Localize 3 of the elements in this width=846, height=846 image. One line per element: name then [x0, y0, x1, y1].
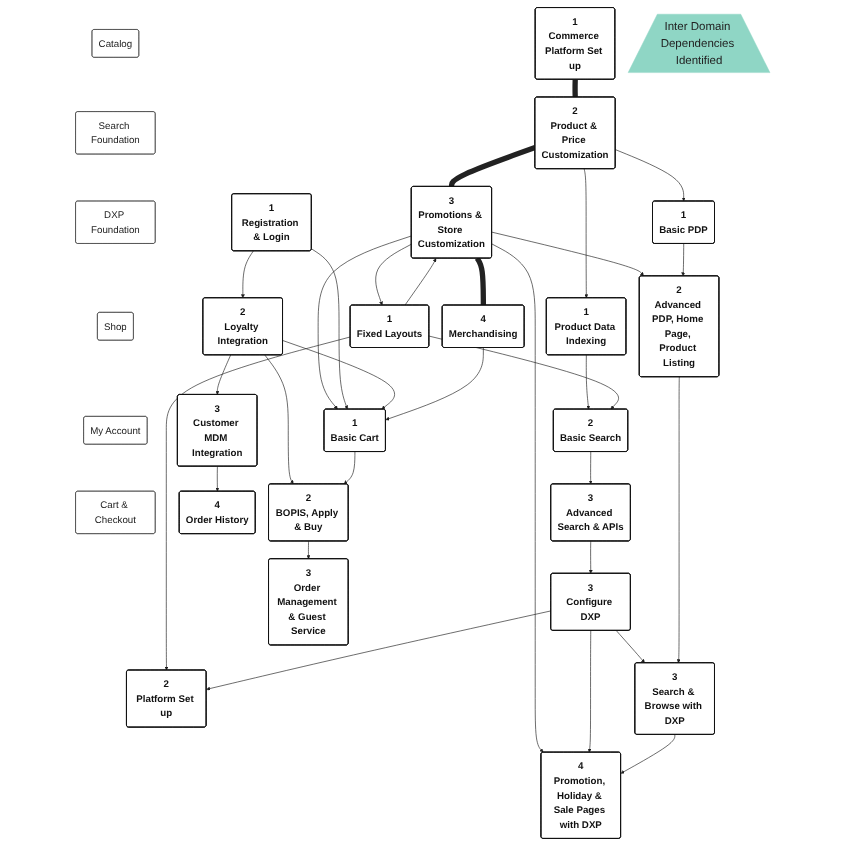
connector [449, 145, 537, 188]
connector [475, 256, 487, 306]
connector [572, 78, 579, 99]
